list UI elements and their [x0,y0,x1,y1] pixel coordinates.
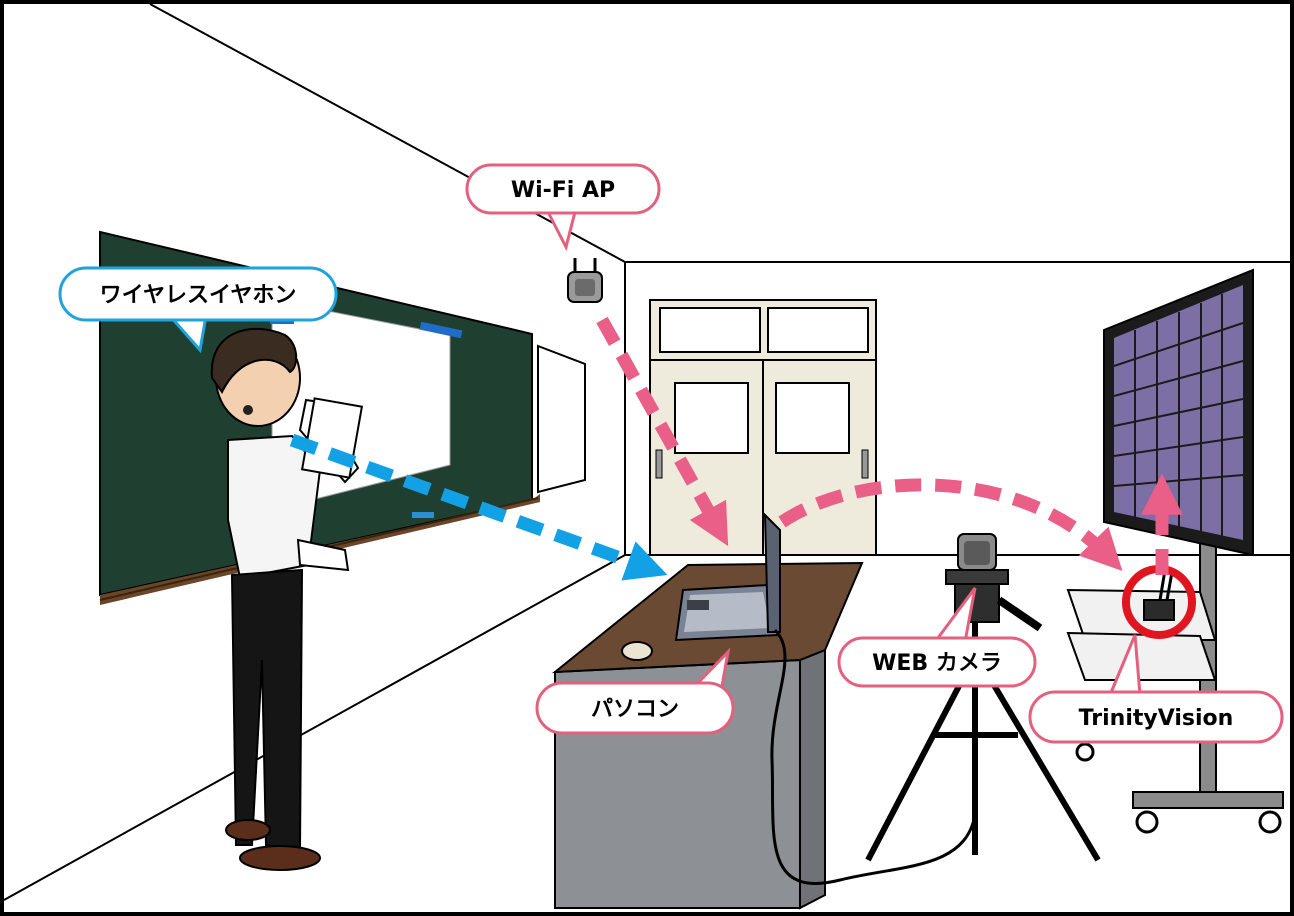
pc-cable [770,628,977,885]
chalkboard-magnet [412,512,434,518]
callout-earphones-label: ワイヤレスイヤホン [100,283,297,308]
callout-trinityvision: TrinityVision [1028,634,1284,744]
callout-webcam-label: WEB カメラ [872,651,1002,676]
callout-wifi-ap: Wi-Fi AP [465,163,661,252]
earphone-to-pc-arrow [289,433,668,581]
callout-pc: パソコン [535,647,735,735]
wall-notice-board [537,344,586,494]
callout-pc-label: パソコン [591,697,679,722]
wifi-ap-device [567,258,603,303]
pc-to-trinityvision-arrow [778,478,1123,571]
teacher-figure [210,327,364,871]
callout-wifi-ap-label: Wi-Fi AP [511,178,615,203]
classroom-door [649,299,877,556]
trinityvision-device [1143,569,1175,621]
callout-earphones: ワイヤレスイヤホン [58,266,338,354]
arrows [289,316,1183,581]
callout-trinityvision-label: TrinityVision [1079,706,1234,731]
chalkboard-magnet [419,321,463,339]
mouse [621,641,653,661]
callout-webcam: WEB カメラ [837,587,1037,688]
